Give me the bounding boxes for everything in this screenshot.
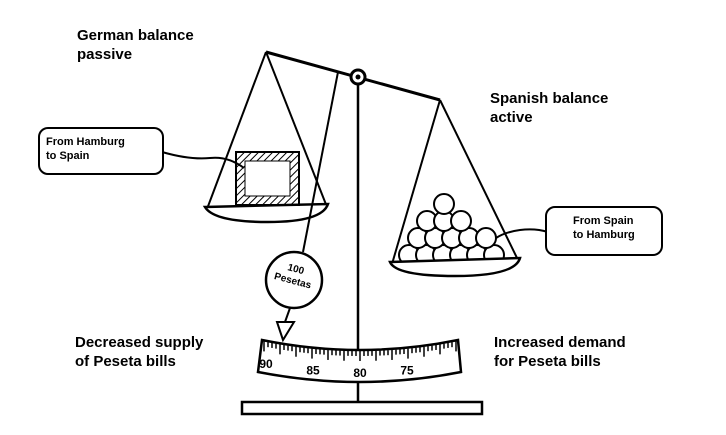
dial-scale-label: 75	[400, 364, 414, 378]
supply-line2: of Peseta bills	[75, 353, 176, 370]
supply-label: Decreased supply of Peseta bills	[75, 333, 203, 371]
demand-label: Increased demand for Peseta bills	[494, 333, 626, 371]
tag-from-spain: From Spain to Hamburg	[545, 206, 663, 256]
german-balance-label: German balance passive	[77, 26, 194, 64]
dial-ticks	[263, 341, 457, 361]
tag-from-spain-line1: From Spain	[573, 215, 634, 227]
dial-scale-label: 85	[306, 364, 320, 378]
german-balance-line1: German balance	[77, 27, 194, 44]
spanish-balance-line1: Spanish balance	[490, 90, 609, 107]
goods-box-icon	[235, 151, 300, 206]
dial-scale-label: 80	[353, 366, 367, 380]
tag-left-connector	[161, 151, 245, 169]
tag-from-spain-line2: to Hamburg	[573, 229, 635, 241]
demand-line1: Increased demand	[494, 334, 626, 351]
tag-from-hamburg-line1: From Hamburg	[46, 136, 125, 148]
tag-from-hamburg-line2: to Spain	[46, 150, 90, 162]
peseta-coin-icon	[264, 250, 324, 310]
spanish-balance-line2: active	[490, 109, 533, 126]
tag-from-hamburg: From Hamburg to Spain	[38, 127, 164, 175]
german-balance-line2: passive	[77, 46, 133, 63]
supply-line1: Decreased supply	[75, 334, 204, 351]
left-pan	[202, 202, 330, 224]
tag-right-connector	[495, 228, 549, 239]
spanish-balance-label: Spanish balance active	[490, 89, 608, 127]
pointer-arrow-icon	[275, 321, 296, 343]
demand-line2: for Peseta bills	[494, 353, 601, 370]
coins-pile-icon	[398, 193, 505, 266]
scale-base	[240, 400, 484, 416]
right-pan	[388, 256, 522, 278]
dial-scale-label: 90	[259, 357, 273, 371]
